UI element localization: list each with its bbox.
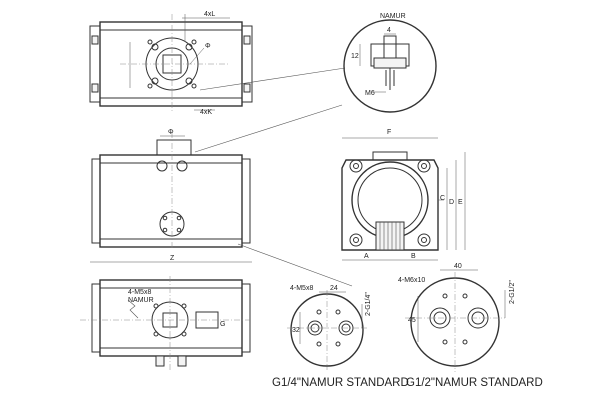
top-view: 4xL Φ 4xK [89, 11, 253, 116]
detail-dim-m6: M6 [365, 90, 375, 97]
dim-phi-top: Φ [205, 43, 211, 50]
flange1-m5-label: 4-M5x8 [290, 285, 313, 292]
bottom-m5-label: 4-M5x8 [128, 289, 151, 296]
flange2-dim-45: 45 [408, 317, 416, 324]
flange1-dim-32: 32 [292, 327, 300, 334]
dim-Z: Z [170, 255, 175, 262]
dim-C: C [440, 195, 445, 202]
leader-line [199, 67, 346, 91]
dim-E: E [458, 199, 463, 206]
flange2-m6-label: 4-M6x10 [398, 277, 425, 284]
bottom-namur-label: NAMUR [128, 297, 154, 304]
leader-line-3 [237, 243, 353, 287]
dim-F: F [387, 129, 391, 136]
middle-view: Φ Z [90, 129, 252, 263]
side-view: F A B C D E [341, 129, 466, 261]
dim-B: B [411, 253, 416, 260]
flange2-g12-label: 2-G1/2" [509, 280, 516, 304]
flange2-dim-40: 40 [454, 263, 462, 270]
namur-detail: NAMUR 4 12 M6 [343, 13, 437, 113]
dim-A: A [364, 253, 369, 260]
flange-g14: 24 4-M5x8 32 2-G1/4" [287, 285, 372, 370]
detail-dim-12: 12 [351, 53, 359, 60]
leader-line-2 [194, 104, 343, 153]
dim-D: D [449, 199, 454, 206]
dim-G: G [220, 321, 225, 328]
bottom-view: 4-M5x8 NAMUR G [80, 276, 251, 370]
detail-dim-4: 4 [387, 27, 391, 34]
detail-namur-label: NAMUR [380, 13, 406, 20]
dim-4xL: 4xL [204, 11, 215, 18]
caption-g12: G1/2"NAMUR STANDARD [406, 377, 543, 389]
flange-g12: 40 4-M6x10 45 2-G1/2" [398, 263, 516, 372]
dim-phi-mid: Φ [168, 129, 174, 136]
flange1-dim-24: 24 [330, 285, 338, 292]
dim-4xK: 4xK [200, 109, 212, 116]
flange1-g14-label: 2-G1/4" [365, 292, 372, 316]
caption-g14: G1/4"NAMUR STANDARD [272, 377, 409, 389]
